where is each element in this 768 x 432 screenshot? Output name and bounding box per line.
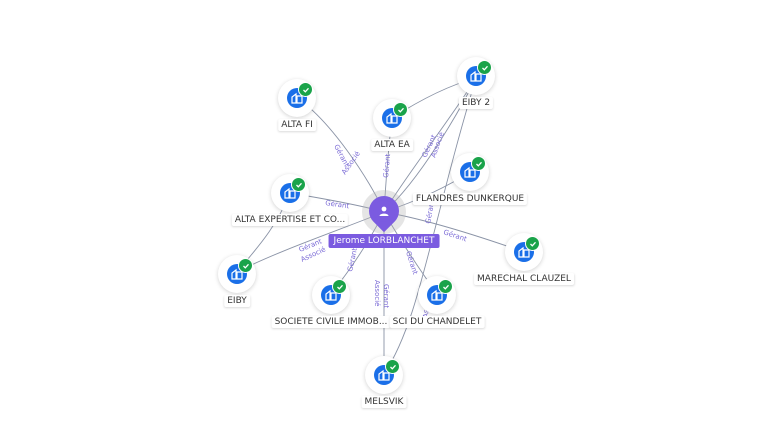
edge-label-melsvik-gerant: Gérant xyxy=(382,284,390,308)
verified-check-icon xyxy=(477,60,492,75)
edge-melsvik-2 xyxy=(383,77,477,375)
verified-check-icon xyxy=(332,279,347,294)
edge-label-melsvik-associe: Associé xyxy=(373,280,381,306)
verified-check-icon xyxy=(393,102,408,117)
verified-check-icon xyxy=(385,359,400,374)
node-label: MELSVIK xyxy=(361,396,407,408)
edge-label-societe-gerant: Gérant xyxy=(346,247,359,272)
node-label: SOCIETE CIVILE IMMOB... xyxy=(271,316,391,328)
verified-check-icon xyxy=(238,258,253,273)
verified-check-icon xyxy=(438,279,453,294)
node-label: MARECHAL CLAUZEL xyxy=(474,273,574,285)
node-label: ALTA EXPERTISE ET CO... xyxy=(231,214,349,226)
verified-check-icon xyxy=(291,177,306,192)
verified-check-icon xyxy=(471,156,486,171)
node-label: EIBY xyxy=(224,295,250,307)
center-person-label: Jerome LORBLANCHET xyxy=(328,234,440,248)
node-label: EIBY 2 xyxy=(458,97,494,109)
node-label: SCI DU CHANDELET xyxy=(389,316,485,328)
node-label: FLANDRES DUNKERQUE xyxy=(412,193,528,205)
person-icon xyxy=(373,200,395,222)
node-label: ALTA FI xyxy=(278,119,316,131)
edge-label-alta-expertise-gerant: Gérant xyxy=(325,199,350,210)
verified-check-icon xyxy=(525,236,540,251)
edge-label-alta-ea-gerant: Gérant xyxy=(382,153,392,178)
edge-label-sci-gerant: Gérant xyxy=(404,250,419,276)
edge-label-marechal-gerant: Gérant xyxy=(442,228,468,243)
verified-check-icon xyxy=(298,82,313,97)
node-label: ALTA EA xyxy=(371,139,413,151)
